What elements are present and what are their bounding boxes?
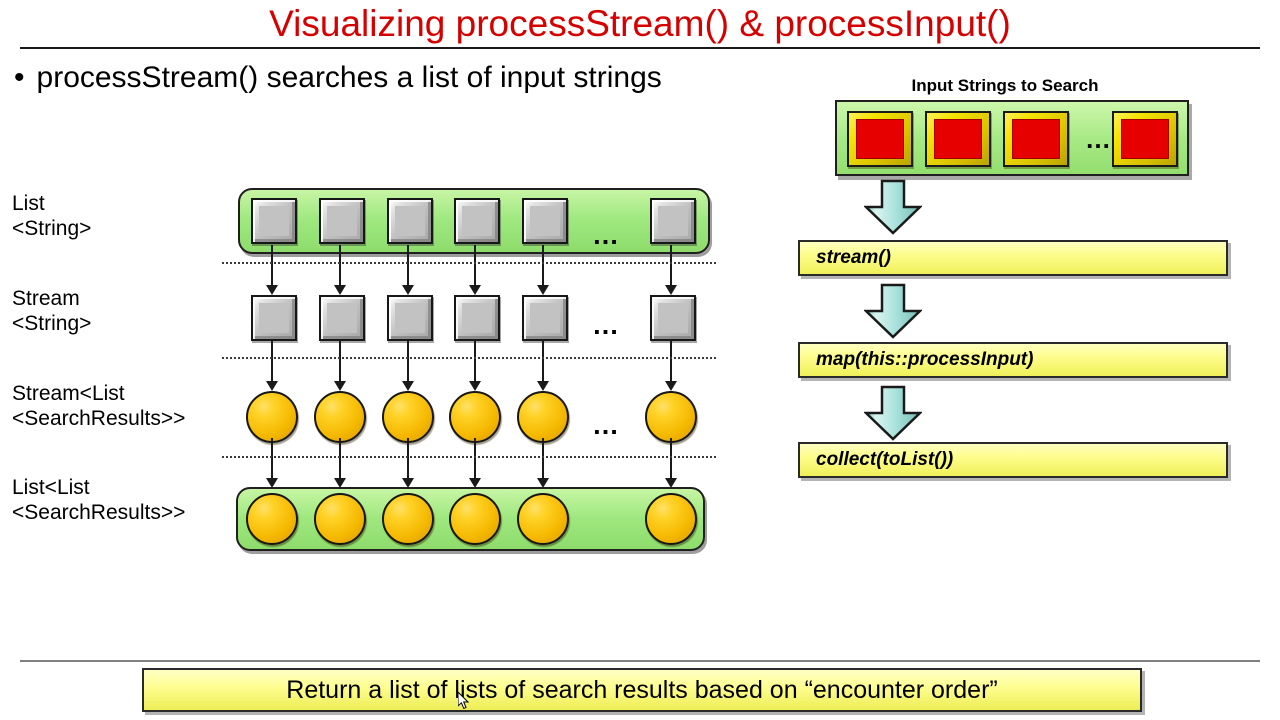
pipeline-step-label: map(this::processInput): [816, 349, 1034, 370]
bullet-text: processStream() searches a list of input…: [36, 61, 662, 94]
footer-text: Return a list of lists of search results…: [286, 675, 998, 704]
list-string-ellipsis: …: [592, 220, 621, 250]
pipeline-step-map[interactable]: map(this::processInput): [798, 342, 1228, 378]
list-string-item: [454, 198, 500, 244]
stream-results-item: [645, 391, 697, 443]
list-results-item: [449, 493, 501, 545]
title-divider: [20, 47, 1260, 49]
stream-pipeline-flow: Input Strings to Search … stream(): [790, 76, 1260, 496]
input-strings-caption: Input Strings to Search: [911, 76, 1099, 95]
stream-results-item: [314, 391, 366, 443]
bullet-marker-icon: •: [14, 61, 25, 94]
collect-prefix: collect(: [816, 449, 883, 470]
stream-results-ellipsis: …: [592, 410, 621, 440]
stream-results-item: [517, 391, 569, 443]
page-title: Visualizing processStream() & processInp…: [269, 3, 1011, 44]
down-block-arrow-icon: [862, 179, 924, 235]
input-string-item: [925, 111, 991, 167]
list-results-item: [314, 493, 366, 545]
stream-string-item: [251, 295, 297, 341]
layer-separator-2: [222, 357, 716, 359]
stream-string-item: [650, 295, 696, 341]
stream-results-item: [449, 391, 501, 443]
down-block-arrow-icon: [862, 283, 924, 339]
list-string-item: [522, 198, 568, 244]
pipeline-step-label: collect(toList()): [816, 449, 953, 471]
pipeline-step-collect[interactable]: collect(toList()): [798, 442, 1228, 478]
list-results-item: [246, 493, 298, 545]
pipeline-step-label: stream(): [816, 247, 891, 268]
footer-banner: Return a list of lists of search results…: [142, 668, 1142, 712]
stream-string-item: [454, 295, 500, 341]
collect-highlight: toList: [882, 449, 935, 470]
list-string-item: [251, 198, 297, 244]
row-label-stream-list-results: Stream<List <SearchResults>>: [12, 382, 186, 430]
stream-string-item: [522, 295, 568, 341]
bullet-item: • processStream() searches a list of inp…: [14, 58, 814, 98]
stream-string-item: [319, 295, 365, 341]
input-string-item: [847, 111, 913, 167]
down-block-arrow-icon: [862, 385, 924, 441]
mouse-cursor-icon: [458, 692, 470, 710]
list-string-item: [319, 198, 365, 244]
list-string-item: [650, 198, 696, 244]
row-label-stream-string: Stream <String>: [12, 287, 92, 335]
row-label-list-string: List <String>: [12, 192, 92, 240]
row-label-list-list-results: List<List <SearchResults>>: [12, 476, 186, 524]
input-string-item: [1112, 111, 1178, 167]
stream-results-item: [246, 391, 298, 443]
list-results-item: [382, 493, 434, 545]
layer-separator-1: [222, 262, 716, 264]
pipeline-diagram: List <String> Stream <String> Stream<Lis…: [0, 175, 740, 570]
list-results-item: [645, 493, 697, 545]
stream-results-item: [382, 391, 434, 443]
footer-divider: [20, 660, 1260, 662]
list-string-item: [387, 198, 433, 244]
input-strings-ellipsis: …: [1085, 124, 1113, 154]
layer-separator-3: [222, 456, 716, 458]
input-strings-container: …: [835, 100, 1189, 176]
collect-suffix: ()): [934, 449, 954, 470]
stream-string-ellipsis: …: [592, 310, 621, 340]
stream-string-item: [387, 295, 433, 341]
input-string-item: [1003, 111, 1069, 167]
pipeline-step-stream[interactable]: stream(): [798, 240, 1228, 276]
list-results-item: [517, 493, 569, 545]
